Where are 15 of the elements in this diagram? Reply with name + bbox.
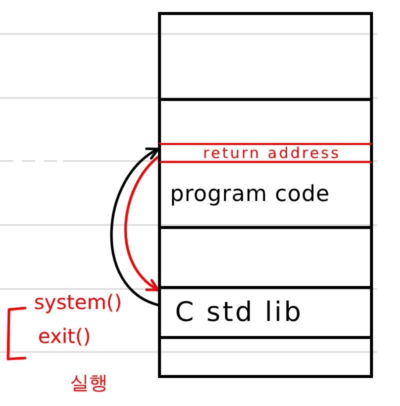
segment-label: program code: [170, 184, 330, 206]
curved-arrow: [124, 156, 160, 292]
curved-arrow: [110, 148, 160, 306]
memory-segment: [158, 163, 373, 226]
memory-segment: [158, 98, 373, 143]
memory-segment: [158, 286, 373, 336]
annotation-text: system(): [34, 291, 122, 314]
memory-segment: [158, 143, 373, 163]
memory-segment: [158, 336, 373, 378]
segment-label: return address: [203, 146, 341, 160]
annotation-text: 실행: [70, 373, 108, 395]
annotation-text: exit(): [38, 325, 91, 348]
memory-segment: [158, 226, 373, 286]
segment-label: C std lib: [175, 299, 303, 326]
memory-segment: [158, 12, 373, 98]
